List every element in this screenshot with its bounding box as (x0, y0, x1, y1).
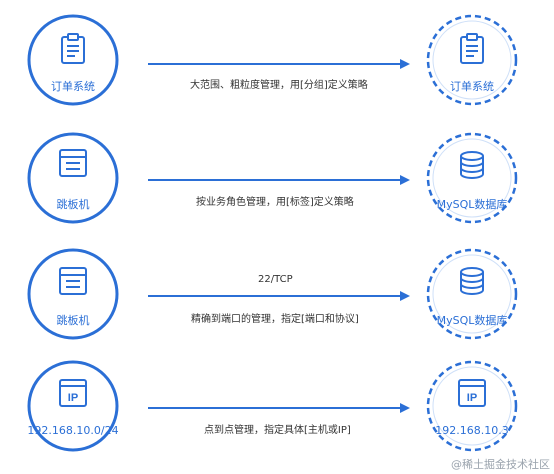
source-label-2: 跳板机 (56, 198, 90, 211)
source-label-3: 跳板机 (56, 314, 90, 327)
watermark: @稀土掘金技术社区 (451, 458, 550, 471)
browser-window-icon (59, 267, 87, 295)
source-node-1 (27, 14, 119, 106)
ip-window-icon: IP (59, 379, 87, 407)
target-label-4: 192.168.10.3 (435, 424, 509, 437)
row-2 (27, 132, 518, 224)
connector-note-4: 点到点管理，指定具体[主机或IP] (204, 425, 351, 436)
connector-note-3: 精确到端口的管理，指定[端口和协议] (191, 314, 359, 325)
connector-note-1: 大范围、粗粒度管理，用[分组]定义策略 (190, 80, 368, 91)
browser-window-icon (59, 149, 87, 177)
connector-above-3: 22/TCP (258, 274, 293, 285)
row-3 (27, 248, 518, 340)
ip-icon-text: IP (68, 392, 78, 404)
row-1 (27, 14, 518, 106)
ip-icon-text: IP (467, 392, 477, 404)
database-icon (460, 151, 484, 179)
ip-window-icon: IP (458, 379, 486, 407)
target-label-1: 订单系统 (450, 80, 494, 93)
source-label-1: 订单系统 (51, 80, 95, 93)
source-node-2 (27, 132, 119, 224)
database-icon (460, 267, 484, 295)
clipboard-icon (460, 33, 484, 64)
connector-note-2: 按业务角色管理，用[标签]定义策略 (196, 197, 354, 208)
clipboard-icon (61, 33, 85, 64)
row-4: IP IP (27, 360, 518, 452)
target-node-1 (426, 14, 518, 106)
target-label-2: MySQL数据库 (436, 198, 508, 211)
target-label-3: MySQL数据库 (436, 314, 508, 327)
source-label-4: 192.168.10.0/24 (27, 424, 119, 437)
